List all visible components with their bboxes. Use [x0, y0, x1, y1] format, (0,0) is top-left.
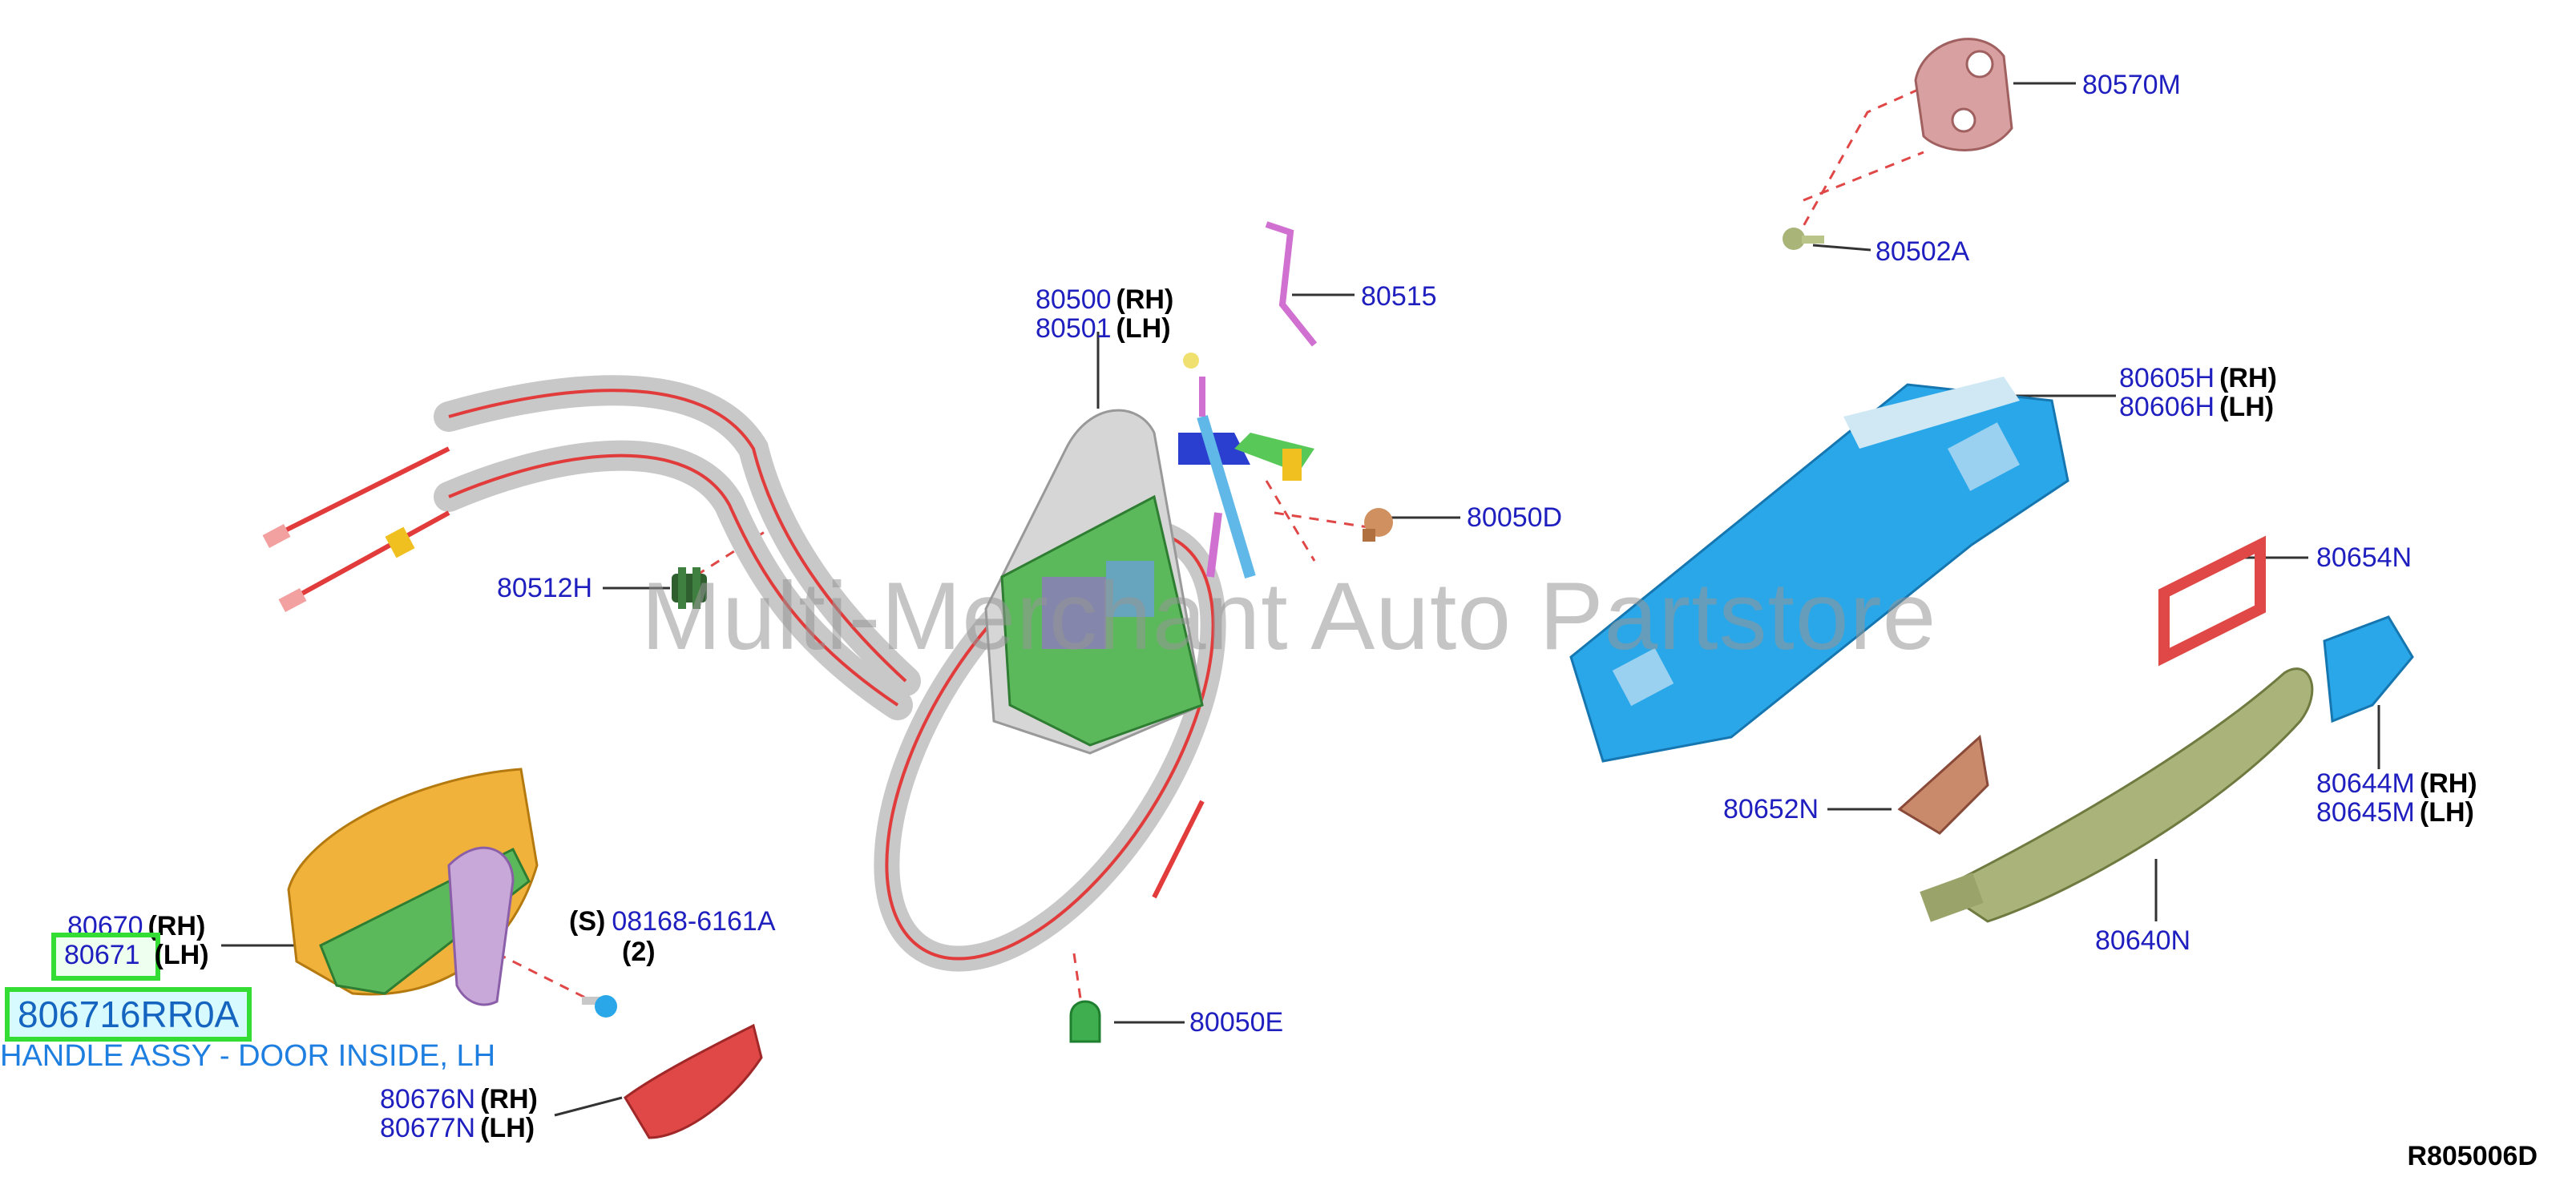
rh-suffix: (RH): [2419, 768, 2477, 799]
callout-80605H[interactable]: 80605H(RH): [2119, 364, 2277, 393]
loop-cable: [874, 518, 1226, 972]
lh-suffix: (LH): [480, 1113, 535, 1143]
callout-80050E[interactable]: 80050E: [1189, 1008, 1283, 1037]
callout-80676N[interactable]: 80676N(RH): [380, 1085, 538, 1114]
lh-suffix: (LH): [154, 940, 209, 970]
inside-handle: [287, 768, 539, 1006]
callout-80050D[interactable]: 80050D: [1467, 503, 1562, 532]
callout-80502A[interactable]: 80502A: [1875, 237, 1969, 266]
watermark: Multi-Merchant Auto Partstore: [641, 562, 1937, 670]
part-number[interactable]: 80605H: [2119, 363, 2215, 393]
rod-80515: [1265, 221, 1318, 347]
part-number[interactable]: 80677N: [380, 1113, 476, 1143]
part-number[interactable]: 80570M: [2082, 70, 2181, 100]
door-lock-actuator: [984, 353, 1314, 755]
gasket-80652N: [1897, 735, 1989, 835]
callout-80677N[interactable]: 80677N(LH): [380, 1114, 535, 1143]
part-number[interactable]: 80515: [1361, 281, 1437, 312]
escutcheon-80676N: [624, 1023, 763, 1139]
striker-80570M: [1914, 38, 2013, 151]
callout-80645M[interactable]: 80645M(LH): [2316, 798, 2474, 827]
callout-08168[interactable]: (S)08168-6161A: [569, 907, 776, 936]
part-number[interactable]: 80676N: [380, 1084, 476, 1114]
s-suffix: (S): [569, 906, 606, 937]
callout-80640N[interactable]: 80640N: [2095, 926, 2190, 955]
part-number[interactable]: 80645M: [2316, 797, 2415, 828]
part-number[interactable]: 80654N: [2316, 542, 2412, 573]
part-number[interactable]: 80502A: [1875, 236, 1970, 267]
quantity-08168: (2): [622, 937, 656, 966]
assembly-dashes: [496, 79, 1940, 1010]
outside-handle: [1920, 667, 2314, 923]
gasket-80654N: [2158, 535, 2266, 667]
quantity: (2): [622, 937, 656, 967]
callout-80500[interactable]: 80500(RH): [1036, 285, 1173, 314]
callout-80652N[interactable]: 80652N: [1723, 795, 1819, 824]
highlight-box-80671: [51, 933, 160, 981]
part-number[interactable]: 80512H: [497, 573, 593, 603]
rh-suffix: (RH): [2219, 363, 2277, 393]
lh-suffix: (LH): [2219, 392, 2275, 422]
highlighted-part-number[interactable]: 806716RR0A: [5, 987, 252, 1042]
part-number[interactable]: 80050D: [1467, 502, 1563, 533]
callout-80570M[interactable]: 80570M: [2082, 71, 2181, 99]
part-number[interactable]: 80652N: [1723, 794, 1819, 824]
part-number[interactable]: 80640N: [2095, 925, 2191, 956]
part-number[interactable]: 80671: [64, 940, 140, 970]
clip-80050E: [1069, 1000, 1101, 1043]
outside-handle-bracket: [1569, 377, 2069, 763]
part-number[interactable]: 80606H: [2119, 392, 2215, 422]
door-cables: [262, 375, 921, 720]
cap-80644M: [2323, 615, 2414, 723]
callout-80501[interactable]: 80501(LH): [1036, 314, 1171, 343]
part-number[interactable]: 08168-6161A: [612, 906, 776, 937]
screw-80502A: [1783, 228, 1824, 250]
callout-80654N[interactable]: 80654N: [2316, 543, 2412, 572]
callout-80644M[interactable]: 80644M(RH): [2316, 769, 2477, 798]
rh-suffix: (RH): [1116, 284, 1174, 315]
part-number[interactable]: 80500: [1036, 284, 1112, 315]
callout-80671[interactable]: 80671 (LH): [64, 941, 209, 969]
part-number[interactable]: 80050E: [1189, 1007, 1284, 1038]
clip-80512H: [672, 567, 707, 609]
leader-lines: [221, 82, 2380, 1117]
grommet-80050D: [1363, 508, 1393, 542]
callout-80512H[interactable]: 80512H: [497, 574, 592, 603]
callout-80606H[interactable]: 80606H(LH): [2119, 393, 2274, 421]
screw-08168: [582, 995, 617, 1018]
lh-suffix: (LH): [1116, 313, 1171, 344]
callout-80515[interactable]: 80515: [1361, 282, 1437, 311]
part-number[interactable]: 80644M: [2316, 768, 2415, 799]
part-number[interactable]: 80501: [1036, 313, 1112, 344]
rh-suffix: (RH): [480, 1084, 538, 1114]
diagram-reference: R805006D: [2407, 1141, 2538, 1171]
lh-suffix: (LH): [2419, 797, 2474, 828]
highlighted-part-description: HANDLE ASSY - DOOR INSIDE, LH: [0, 1039, 496, 1073]
